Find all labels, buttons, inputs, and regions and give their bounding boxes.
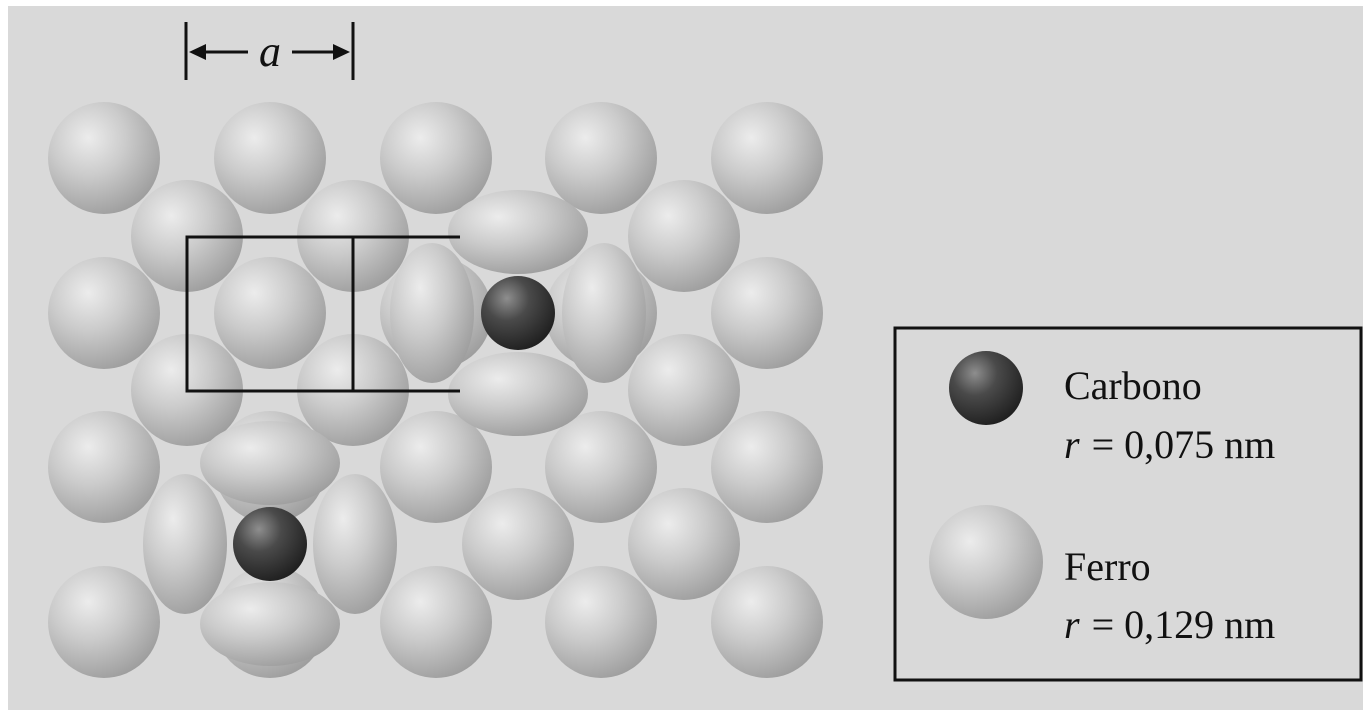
distorted-iron-atom	[562, 243, 646, 383]
iron-legend-icon	[929, 505, 1043, 619]
dimension-marker	[184, 22, 355, 80]
legend-iron-radius-var: r	[1064, 602, 1080, 647]
iron-atom	[214, 257, 326, 369]
iron-atom	[545, 102, 657, 214]
legend-carbon-radius-value: = 0,075 nm	[1092, 422, 1276, 467]
distorted-iron-atom	[313, 474, 397, 614]
carbon-atom	[233, 507, 307, 581]
iron-atom	[48, 411, 160, 523]
iron-atom	[380, 411, 492, 523]
iron-atom	[545, 566, 657, 678]
distorted-iron-atom	[200, 421, 340, 505]
distorted-iron-atom	[143, 474, 227, 614]
iron-atom	[380, 566, 492, 678]
distorted-iron-atom	[200, 582, 340, 666]
iron-atom	[711, 411, 823, 523]
distorted-iron-atom	[448, 352, 588, 436]
legend-carbon-name: Carbono	[1064, 363, 1202, 408]
iron-atom	[48, 102, 160, 214]
iron-atom	[628, 334, 740, 446]
iron-atom	[545, 411, 657, 523]
iron-atom	[628, 180, 740, 292]
iron-lattice	[48, 102, 823, 678]
iron-atom	[48, 257, 160, 369]
iron-atom	[711, 257, 823, 369]
legend-iron-radius: r = 0,129 nm	[1064, 602, 1275, 647]
iron-atom	[628, 488, 740, 600]
iron-atom	[214, 102, 326, 214]
legend-iron-name: Ferro	[1064, 544, 1151, 589]
carbon-legend-icon	[949, 351, 1023, 425]
iron-atom	[462, 488, 574, 600]
legend-carbon-radius-var: r	[1064, 422, 1080, 467]
iron-atom	[380, 102, 492, 214]
distorted-iron-atom	[390, 243, 474, 383]
distorted-iron-atom	[448, 190, 588, 274]
carbon-atom	[481, 276, 555, 350]
iron-atom	[711, 102, 823, 214]
legend: Carbono r = 0,075 nm Ferro r = 0,129 nm	[893, 326, 1363, 682]
iron-atom	[48, 566, 160, 678]
unit-cell-outline	[185, 235, 460, 393]
legend-iron-radius-value: = 0,129 nm	[1092, 602, 1276, 647]
dimension-label: a	[259, 27, 281, 76]
iron-atom	[711, 566, 823, 678]
carbon-atoms	[233, 276, 555, 581]
legend-carbon-radius: r = 0,075 nm	[1064, 422, 1275, 467]
